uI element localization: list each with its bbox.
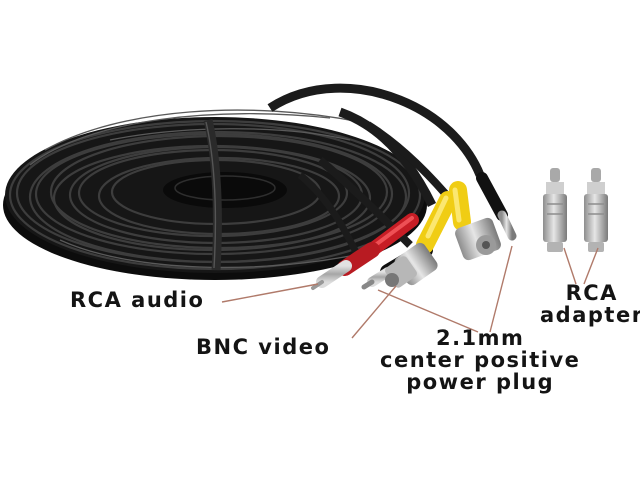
- bnc-video-plug-right: [449, 181, 501, 261]
- power-jack: [476, 172, 517, 241]
- label-rca-adapter: RCA adapter: [540, 282, 640, 326]
- label-rca-adapter-line2: adapter: [540, 303, 640, 327]
- rca-adapter-right: [584, 168, 608, 252]
- label-power-plug: 2.1mm center positive power plug: [380, 327, 580, 393]
- pointer-rca-adapter-a: [563, 247, 577, 285]
- label-power-plug-line3: power plug: [406, 370, 555, 394]
- rca-audio-plug: [311, 213, 419, 290]
- cable-coil: [3, 109, 427, 280]
- label-power-plug-line2: center positive: [380, 348, 581, 372]
- label-power-plug-line1: 2.1mm: [435, 326, 525, 350]
- pointer-rca-adapter-b: [583, 247, 599, 285]
- coil-center: [163, 172, 287, 208]
- bnc-video-plug-left: [385, 191, 457, 288]
- pointer-power-plug-a: [377, 289, 479, 333]
- pointer-rca-audio: [221, 283, 319, 303]
- label-rca-audio: RCA audio: [70, 288, 205, 312]
- rca-adapter-left: [543, 168, 567, 252]
- label-rca-adapter-line1: RCA: [565, 281, 618, 305]
- cable-tie: [203, 118, 222, 271]
- pointer-lines: [221, 245, 599, 339]
- label-bnc-video: BNC video: [196, 335, 331, 359]
- pointer-power-plug-b: [489, 245, 513, 333]
- coil-highlights: [29, 109, 371, 269]
